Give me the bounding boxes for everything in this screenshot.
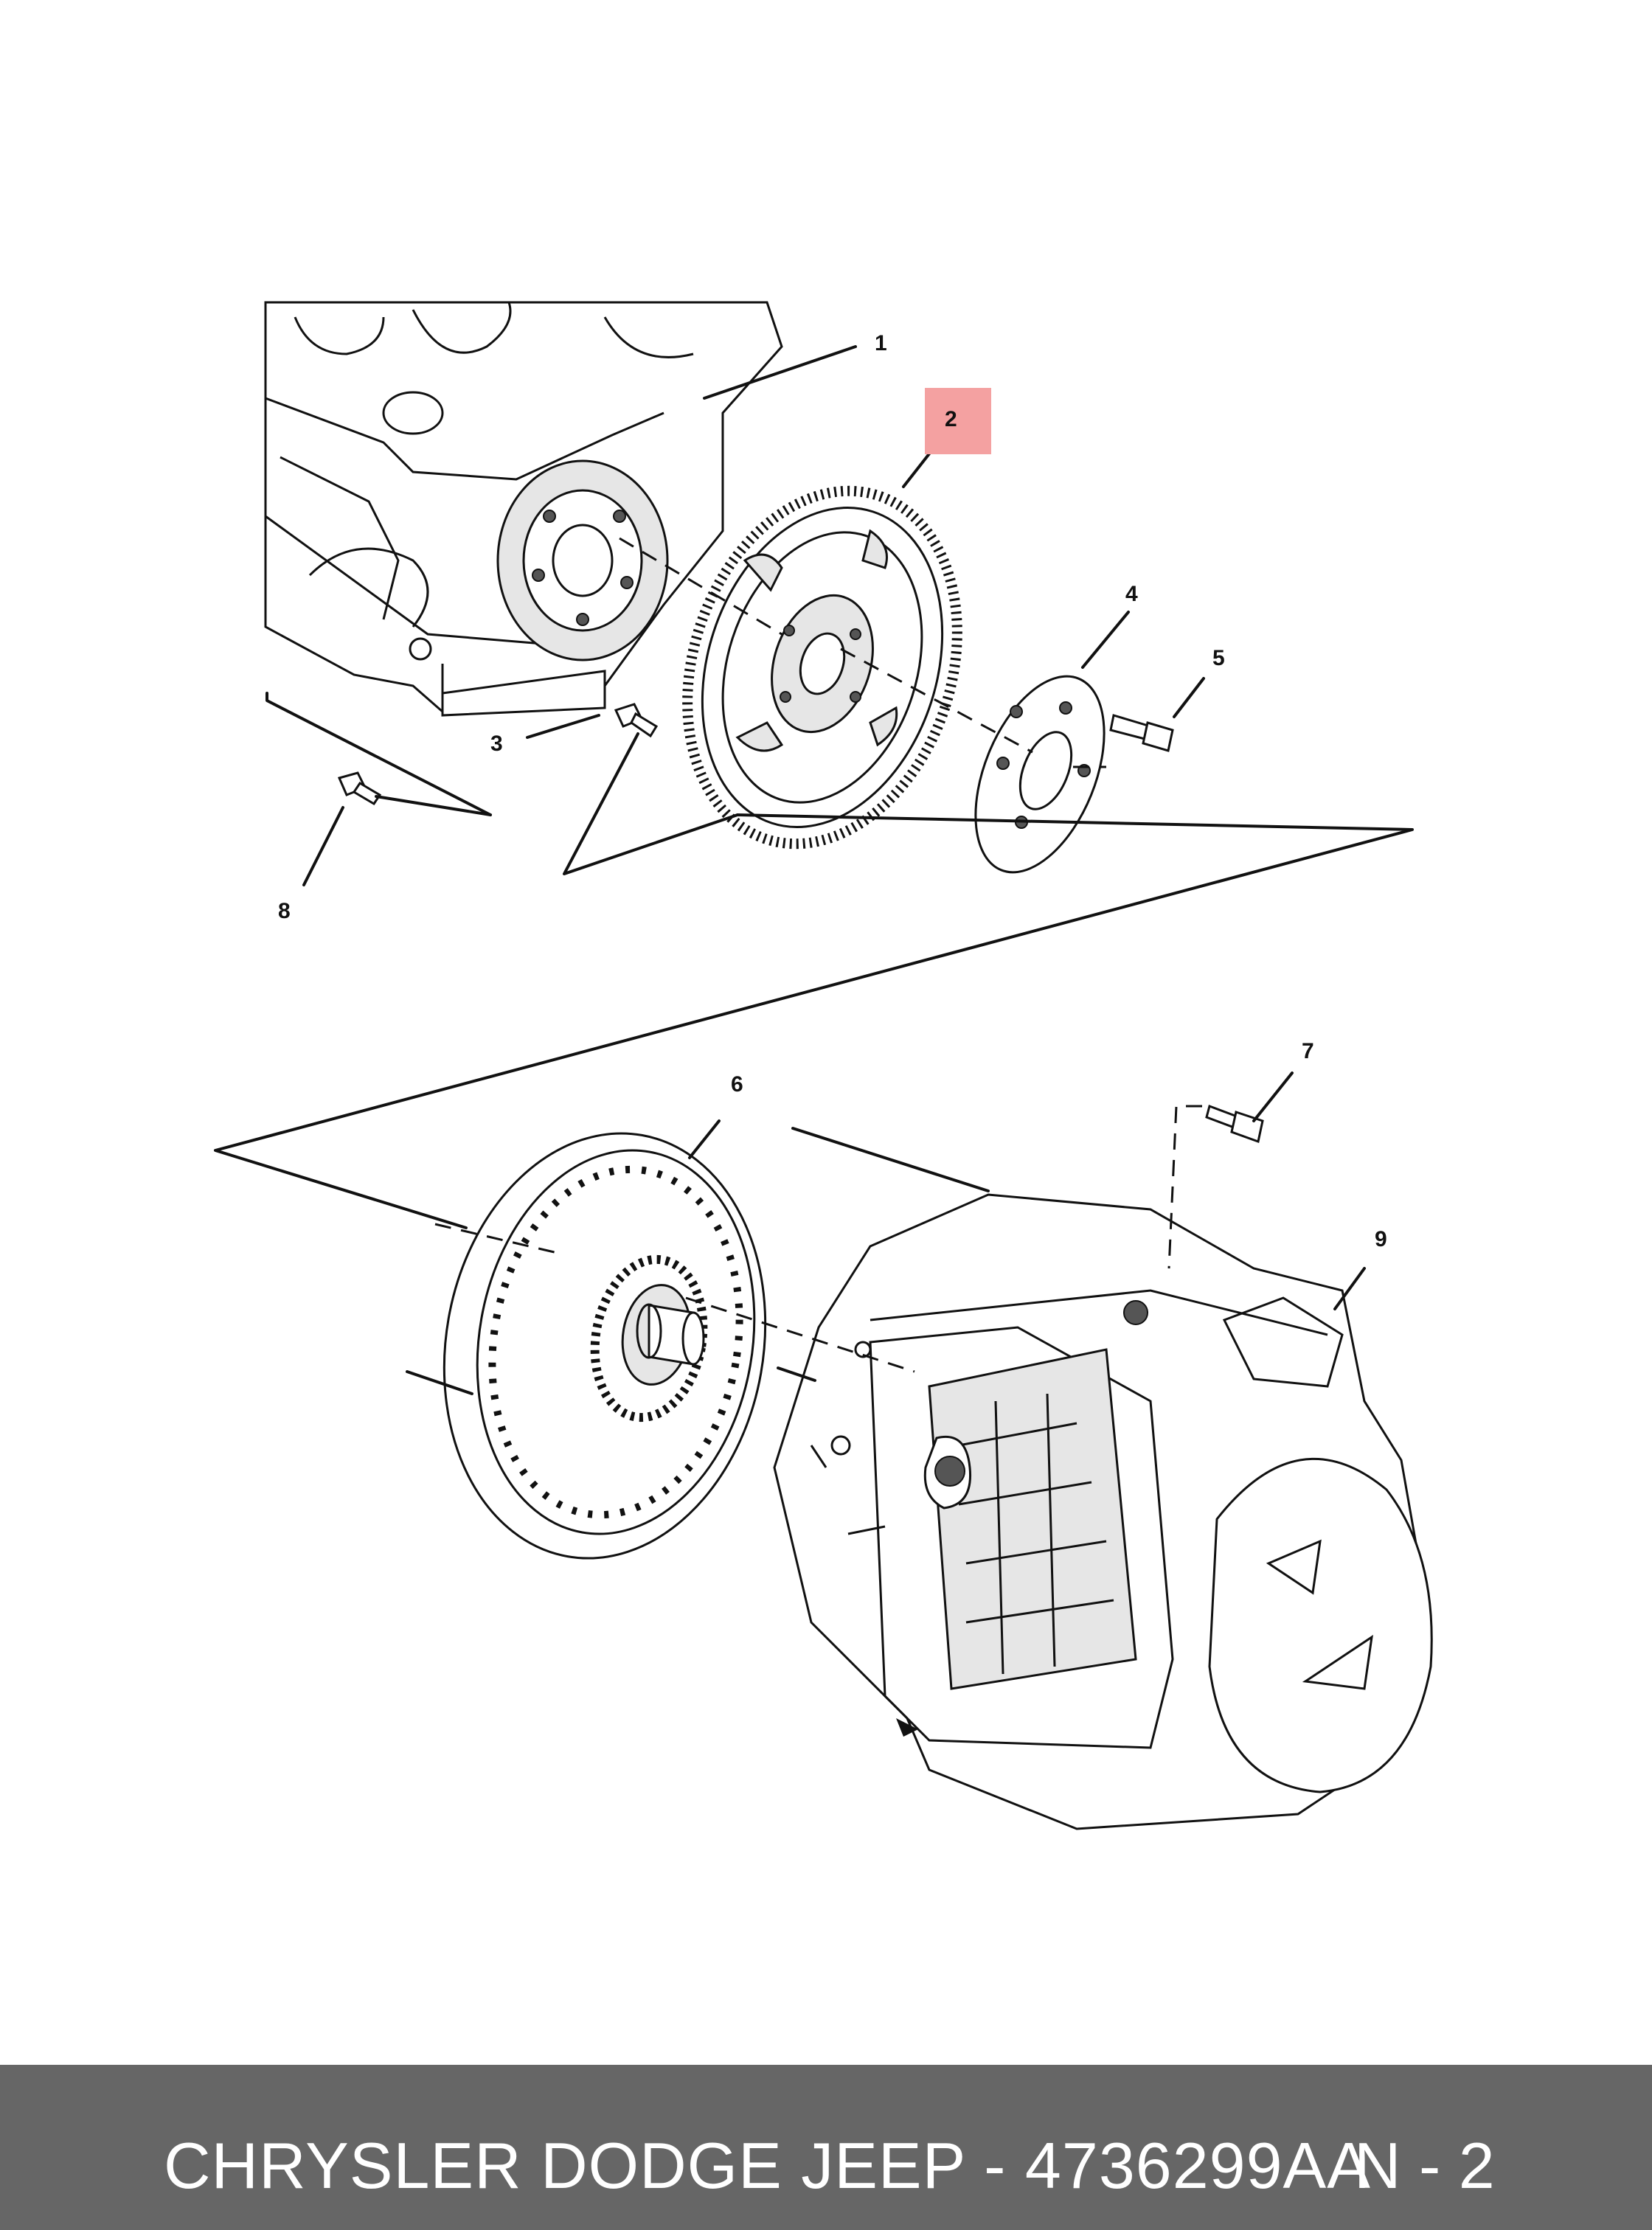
transaxle xyxy=(773,1193,1433,1830)
callout-4: 4 xyxy=(1125,582,1138,606)
callout-7: 7 xyxy=(1302,1039,1314,1063)
callout-2: 2 xyxy=(945,407,957,431)
transmission-to-engine-bolt-upper xyxy=(614,703,659,738)
engine-block xyxy=(264,301,783,717)
callout-9: 9 xyxy=(1375,1227,1387,1251)
callout-3: 3 xyxy=(490,732,503,756)
page-reference: N - 2 xyxy=(1354,2129,1495,2202)
callout-2-highlight xyxy=(925,388,991,454)
flexplate-bolt xyxy=(1109,714,1174,752)
transmission-to-engine-bolt-lower xyxy=(337,771,382,806)
callout-5: 5 xyxy=(1212,646,1225,670)
callouts: 1 2 3 4 5 6 7 8 9 xyxy=(278,331,1387,1251)
part-number-title: CHRYSLER DODGE JEEP - 4736299AA xyxy=(164,2129,1371,2202)
flexplate xyxy=(682,485,962,850)
adapter-plate xyxy=(974,675,1106,874)
footer-bar: CHRYSLER DODGE JEEP - 4736299AA N - 2 xyxy=(0,2065,1652,2230)
exploded-parts-diagram: 1 2 3 4 5 6 7 8 9 xyxy=(214,301,1433,1830)
callout-8: 8 xyxy=(278,899,291,923)
callout-6: 6 xyxy=(731,1072,743,1097)
torque-converter xyxy=(442,1132,767,1560)
callout-1: 1 xyxy=(875,331,887,355)
leader-lines xyxy=(214,345,1414,1395)
torque-converter-bolt xyxy=(1205,1105,1264,1143)
